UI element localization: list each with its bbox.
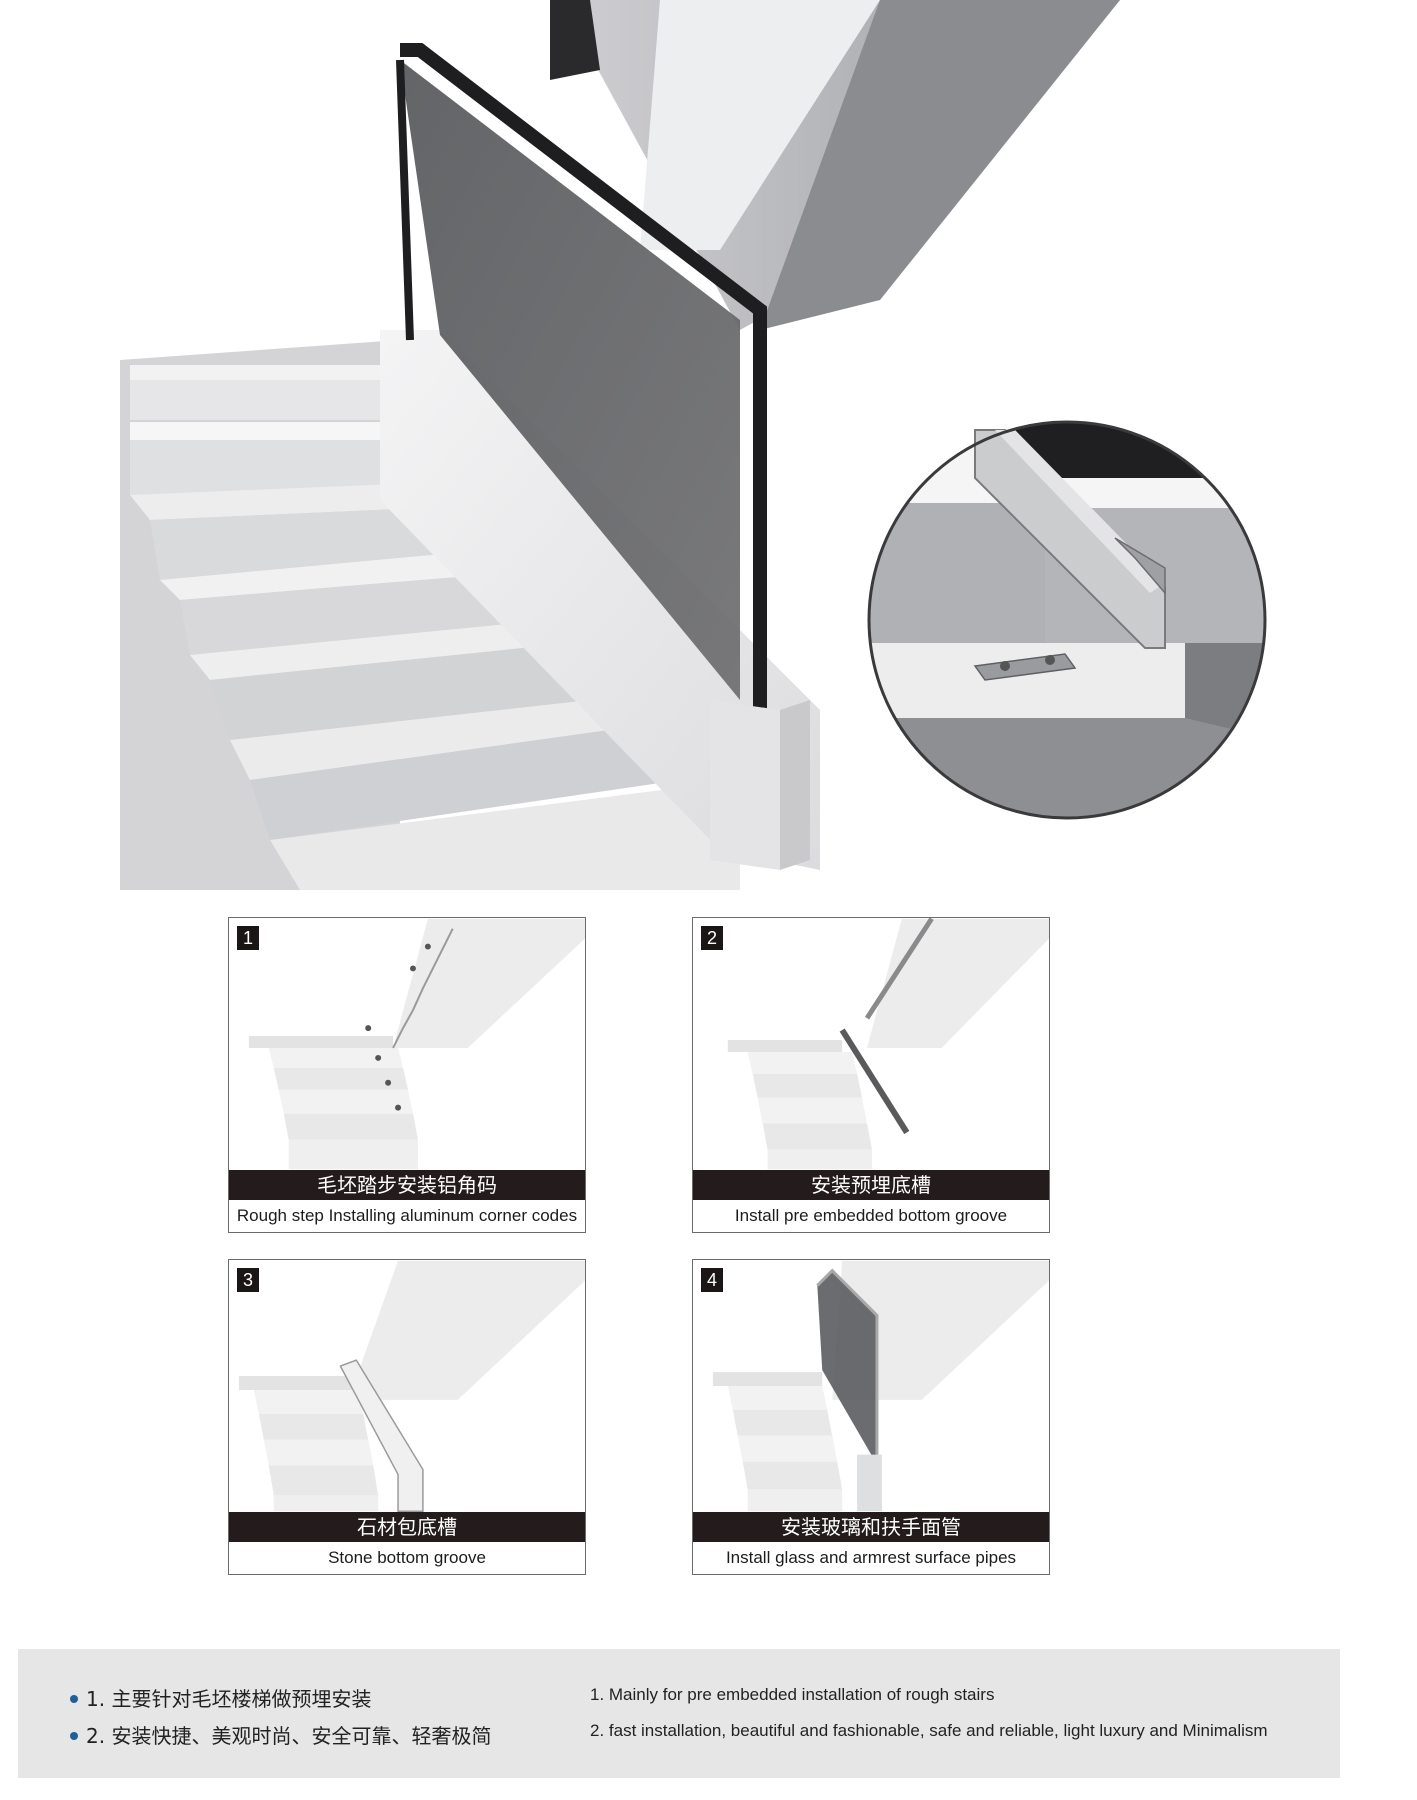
step-2-illustration (727, 918, 1049, 1170)
glass-railing (396, 43, 767, 710)
step-3-illustration (238, 1260, 585, 1512)
step-title-en: Install pre embedded bottom groove (734, 1206, 1008, 1225)
step-panel-3: 3 石材包底槽 Stone bottom groove (228, 1259, 586, 1575)
step-number: 2 (701, 926, 723, 950)
feature-item-cn: 1. 主要针对毛坯楼梯做预埋安装 (70, 1683, 371, 1712)
step-4-illustration (712, 1260, 1049, 1512)
step-number: 3 (237, 1268, 259, 1292)
stair-steps (130, 365, 740, 890)
step-title-en: Stone bottom groove (328, 1548, 486, 1567)
step-title-cn: 毛坯踏步安装铝角码 (229, 1170, 585, 1200)
step-panel-4: 4 安装玻璃和扶手面管 Install glass and armrest su… (692, 1259, 1050, 1575)
step-1-illustration (248, 918, 585, 1170)
feature-item-en: 1. Mainly for pre embedded installation … (590, 1685, 995, 1704)
bullet-icon (70, 1694, 78, 1703)
step-title-en: Install glass and armrest surface pipes (725, 1548, 1017, 1567)
bottom-groove-profile (974, 429, 1166, 649)
corner-bracket (973, 653, 1077, 681)
groove-detail-circle (867, 420, 1267, 820)
step-panel-2: 2 安装预埋底槽 Install pre embedded bottom gro… (692, 917, 1050, 1233)
feature-item-cn: 2. 安装快捷、美观时尚、安全可靠、轻奢极简 (70, 1720, 491, 1749)
step-title-en: Rough step Installing aluminum corner co… (236, 1206, 578, 1225)
step-number: 4 (701, 1268, 723, 1292)
bullet-icon (70, 1731, 78, 1740)
step-title-cn: 安装预埋底槽 (693, 1170, 1049, 1200)
step-number: 1 (237, 926, 259, 950)
step-panel-1: 1 毛坯踏步安装铝角码 Rough step Installing alumin… (228, 917, 586, 1233)
step-title-cn: 石材包底槽 (229, 1512, 585, 1542)
step-title-cn: 安装玻璃和扶手面管 (693, 1512, 1049, 1542)
stair-railing-illustration (120, 0, 1120, 890)
feature-list: 1. 主要针对毛坯楼梯做预埋安装 2. 安装快捷、美观时尚、安全可靠、轻奢极简 … (18, 1649, 1340, 1778)
feature-item-en: 2. fast installation, beautiful and fash… (590, 1721, 1268, 1740)
